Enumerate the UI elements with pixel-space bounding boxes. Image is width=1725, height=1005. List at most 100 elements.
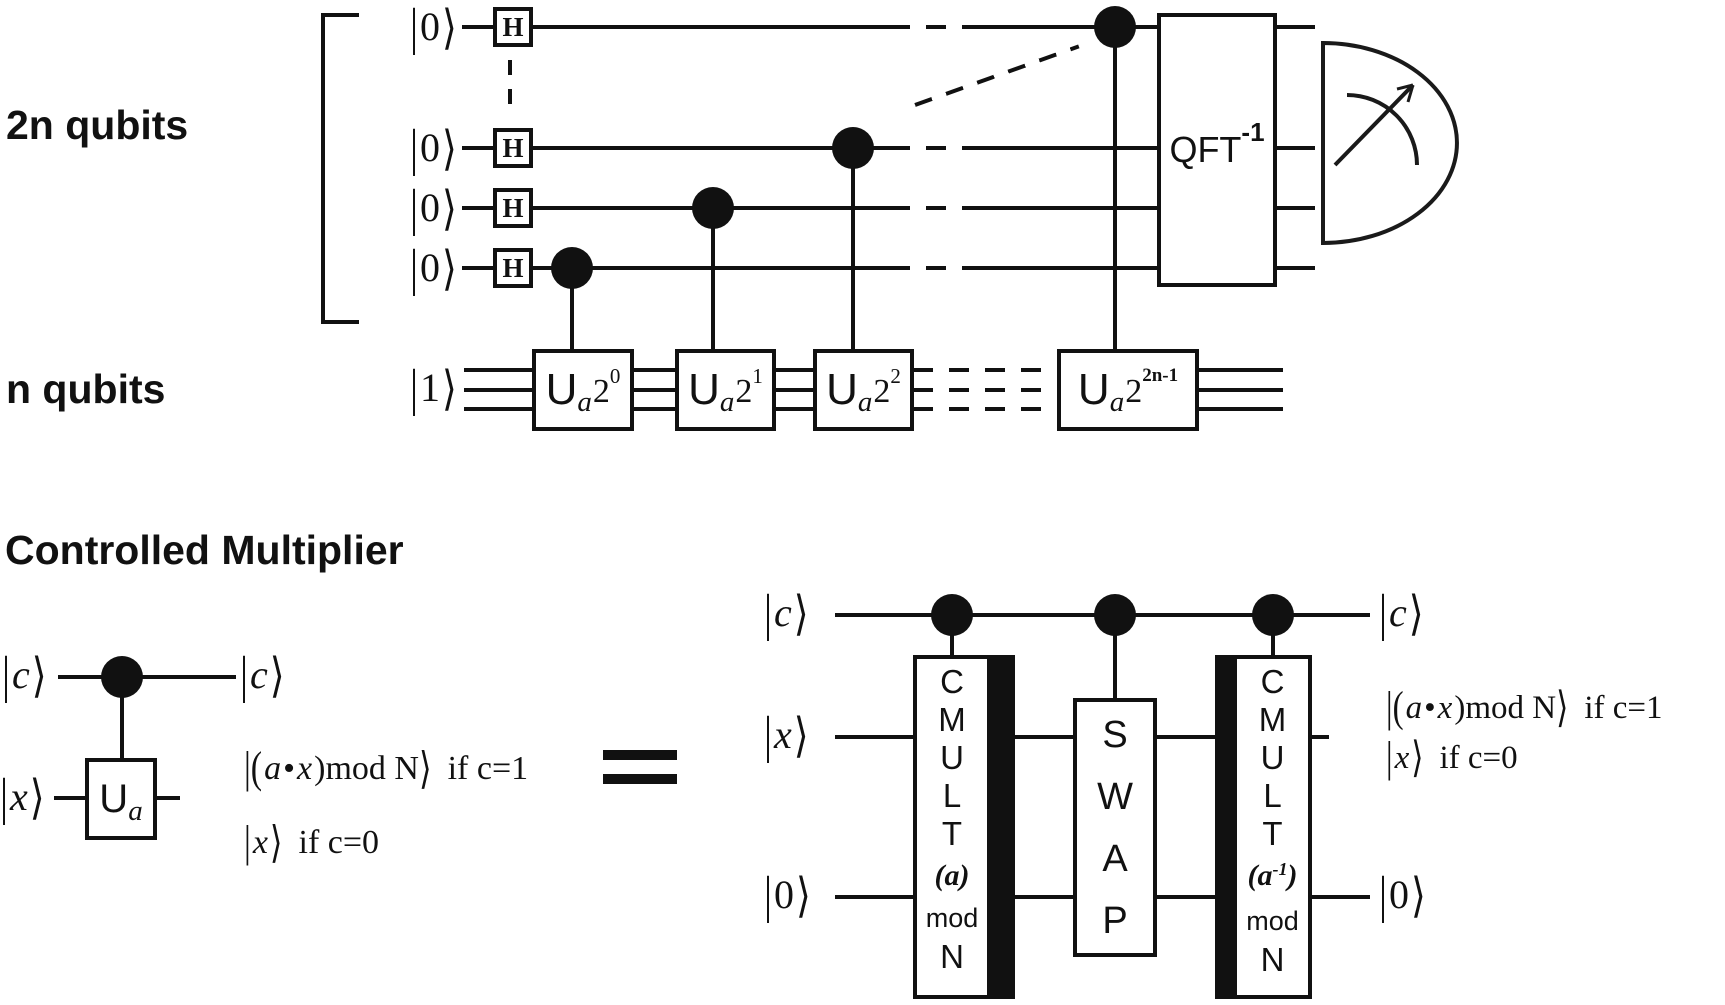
wire4-ellipsis-dashes bbox=[890, 266, 970, 270]
result-if-c0-right: |x⟩if c=0 bbox=[1386, 734, 1518, 783]
control-wire bbox=[58, 675, 236, 679]
param-sup: -1 bbox=[1272, 859, 1288, 879]
cmult-a-black-bar bbox=[991, 655, 1015, 999]
ket-bar: | bbox=[240, 645, 249, 704]
result-if-c1: |(a•x)mod N⟩if c=1 bbox=[244, 742, 529, 793]
ket-rangle: ⟩ bbox=[796, 867, 811, 923]
ket-value: c bbox=[774, 590, 792, 635]
u-gate-label: U bbox=[545, 365, 578, 414]
h-gate-label: H bbox=[502, 132, 524, 163]
ket-x-input-right: |x⟩ bbox=[764, 705, 809, 764]
ket-c-input: |c⟩ bbox=[2, 645, 47, 704]
ancilla-wire-segment bbox=[1015, 895, 1073, 899]
ket-bar: | bbox=[410, 0, 419, 56]
wire1-ellipsis-dashes bbox=[890, 25, 970, 29]
control-dot-wire4 bbox=[551, 247, 593, 289]
ket-rangle: ⟩ bbox=[442, 120, 457, 176]
qft-output-stub bbox=[1277, 206, 1315, 210]
vertical-ellipsis-dashes bbox=[508, 60, 512, 114]
u-gate-subscript: a bbox=[128, 794, 143, 827]
hadamard-gate-wire2: H bbox=[493, 128, 533, 168]
ket-c-input-right: |c⟩ bbox=[764, 583, 809, 642]
ket-rangle: ⟩ bbox=[269, 816, 283, 868]
wire3-segment bbox=[970, 206, 1157, 210]
ket-bar: |( bbox=[1386, 684, 1404, 732]
swap-letter: P bbox=[1102, 899, 1128, 942]
register-bracket-bottom bbox=[321, 320, 359, 324]
u-gate-subscript: a bbox=[857, 385, 873, 418]
ancilla-wire-segment bbox=[1157, 895, 1215, 899]
target-wire bbox=[54, 796, 85, 800]
cmult-inv-black-bar bbox=[1215, 655, 1233, 999]
param-open: (a bbox=[1247, 859, 1273, 892]
ket-value: c bbox=[250, 652, 268, 697]
nbus-ellipsis-dashes bbox=[913, 407, 1057, 411]
ket-bar: | bbox=[1379, 583, 1388, 642]
ket-bar: |( bbox=[244, 744, 263, 793]
result-if-c1-right: |(a•x)mod N⟩if c=1 bbox=[1386, 684, 1662, 733]
wire3-ellipsis-dashes bbox=[890, 206, 970, 210]
u-gate-exponent: 1 bbox=[752, 363, 763, 388]
wire1-segment bbox=[532, 25, 890, 29]
cmult-a-gate: C M U L T (a) mod N bbox=[913, 655, 991, 999]
u-gate-exponent: 0 bbox=[609, 363, 621, 388]
nbus-line bbox=[464, 388, 532, 392]
nbus-line bbox=[464, 368, 532, 372]
ket-value: 0 bbox=[420, 4, 441, 49]
target-wire-stub bbox=[157, 796, 180, 800]
ket-one-nregister: |1⟩ bbox=[410, 358, 457, 417]
ket-value: 0 bbox=[420, 245, 441, 290]
u-gate-subscript: a bbox=[577, 385, 592, 418]
cmult-letter: C bbox=[940, 663, 964, 700]
param-close: ) bbox=[1287, 859, 1298, 892]
control-dot-cmult-a bbox=[931, 594, 973, 636]
ket-c-output-right: |c⟩ bbox=[1379, 583, 1424, 642]
var-x: x bbox=[1394, 740, 1410, 776]
nbus-line bbox=[1198, 388, 1283, 392]
u-gate-base: 2 bbox=[1125, 373, 1143, 410]
wire1-segment bbox=[462, 25, 494, 29]
ket-bar: | bbox=[410, 178, 419, 237]
ket-bar: | bbox=[1379, 865, 1388, 924]
cmult-letter: M bbox=[938, 701, 966, 738]
ket-bar: | bbox=[764, 705, 773, 764]
nbus-line bbox=[775, 368, 813, 372]
u-gate-exponent: 2 bbox=[890, 363, 901, 388]
qft-label: QFT bbox=[1169, 129, 1242, 170]
nbus-line bbox=[1198, 407, 1283, 411]
condition-c1: if c=1 bbox=[447, 750, 529, 787]
register-bracket-top bbox=[321, 13, 359, 17]
swap-letter: W bbox=[1097, 775, 1133, 818]
wire1-segment bbox=[970, 25, 1157, 29]
swap-letter: S bbox=[1102, 713, 1128, 756]
h-gate-label: H bbox=[502, 11, 524, 42]
nbus-line bbox=[1198, 368, 1283, 372]
times-dot: • bbox=[1424, 690, 1436, 726]
ket-rangle: ⟩ bbox=[442, 180, 457, 236]
ket-zero-wire3: |0⟩ bbox=[410, 178, 457, 237]
var-a: a bbox=[264, 750, 282, 787]
ket-value: 0 bbox=[1389, 872, 1410, 917]
cmult-letter: L bbox=[942, 777, 962, 814]
u-gate-label: U bbox=[1077, 365, 1110, 414]
ket-rangle: ⟩ bbox=[1411, 733, 1424, 783]
cmult-letter: T bbox=[1262, 815, 1283, 852]
wire2-segment bbox=[462, 146, 494, 150]
x-wire-stub bbox=[1312, 735, 1329, 739]
hadamard-gate-wire3: H bbox=[493, 188, 533, 228]
swap-letter: A bbox=[1102, 837, 1128, 880]
condition-c0: if c=0 bbox=[298, 824, 380, 861]
ancilla-wire-segment bbox=[835, 895, 913, 899]
x-wire-segment bbox=[1015, 735, 1073, 739]
ket-bar: | bbox=[244, 818, 251, 867]
hadamard-gate-wire4: H bbox=[493, 248, 533, 288]
mod-n-text: )mod N bbox=[1454, 690, 1557, 726]
control-dot-wire1 bbox=[1094, 6, 1136, 48]
control-line-swap bbox=[1113, 615, 1117, 698]
ket-rangle: ⟩ bbox=[793, 585, 809, 641]
condition-c0: if c=0 bbox=[1439, 740, 1518, 776]
nbus-line bbox=[775, 407, 813, 411]
